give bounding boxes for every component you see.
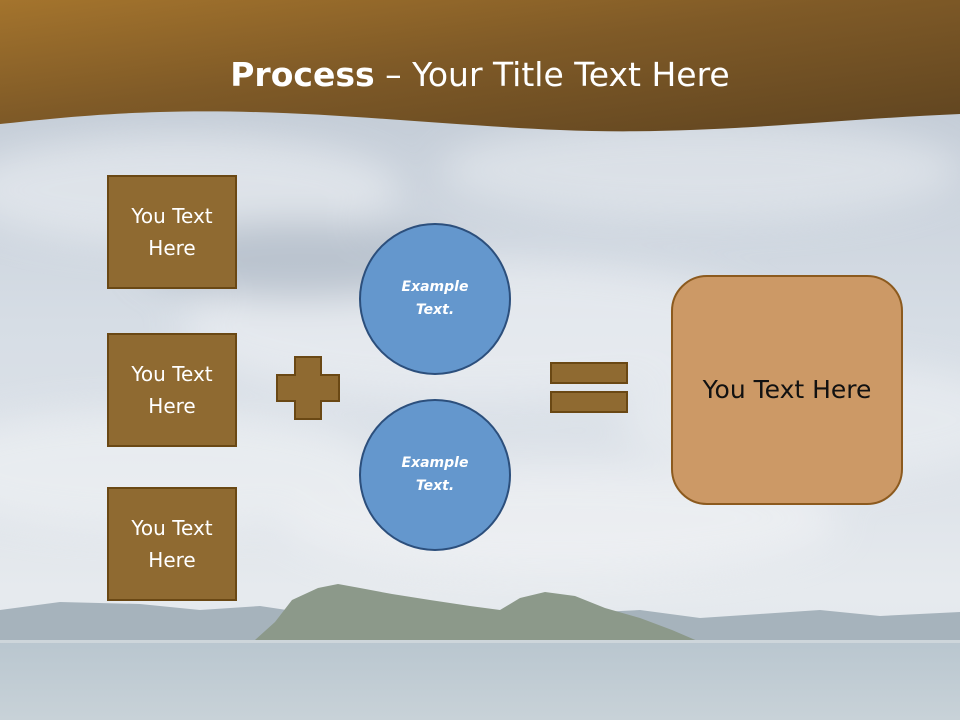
example-circle-label: Example Text.: [401, 455, 469, 494]
example-circle-2[interactable]: Example Text.: [359, 399, 511, 551]
input-box-label: You Text Here: [131, 362, 213, 418]
input-box-label: You Text Here: [131, 516, 213, 572]
result-box[interactable]: You Text Here: [671, 275, 903, 505]
sea: [0, 640, 960, 720]
input-box-3[interactable]: You Text Here: [107, 487, 237, 601]
example-circle-label: Example Text.: [401, 279, 469, 318]
input-box-2[interactable]: You Text Here: [107, 333, 237, 447]
result-box-label: You Text Here: [702, 375, 872, 404]
example-circle-1[interactable]: Example Text.: [359, 223, 511, 375]
page-title-rest: – Your Title Text Here: [374, 55, 730, 94]
input-box-1[interactable]: You Text Here: [107, 175, 237, 289]
input-box-label: You Text Here: [131, 204, 213, 260]
page-title: Process – Your Title Text Here: [0, 48, 960, 102]
header-band: [0, 0, 960, 132]
page-title-bold: Process: [230, 55, 375, 94]
island: [255, 584, 700, 642]
